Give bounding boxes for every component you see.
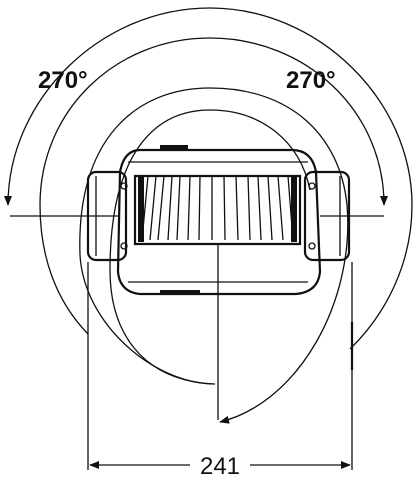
left-yoke <box>86 170 128 262</box>
right-rotation-label: 270° <box>286 67 336 94</box>
right-yoke <box>303 170 351 262</box>
outer-rotation-arc <box>4 7 413 350</box>
inner-rotation-arc-left <box>79 87 349 424</box>
left-rotation-label: 270° <box>38 67 88 94</box>
inner-rotation-arc-small <box>109 109 311 385</box>
fixture-body <box>86 145 351 296</box>
cooling-fins <box>133 174 302 246</box>
width-dimension-label: 241 <box>200 453 240 480</box>
head-housing <box>116 148 322 296</box>
width-dimension: 241 <box>87 262 354 480</box>
rotation-arcs <box>4 7 413 424</box>
middle-rotation-arc <box>39 37 388 335</box>
